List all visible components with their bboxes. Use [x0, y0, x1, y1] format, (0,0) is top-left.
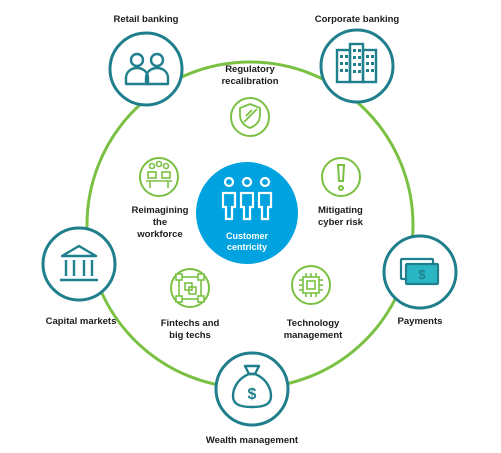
workforce-label: Reimagining the workforce [120, 205, 200, 241]
regulatory-label-line1: Regulatory [225, 64, 275, 75]
capital-markets-label: Capital markets [45, 316, 117, 327]
regulatory-label: Regulatory recalibration [200, 64, 300, 88]
fintechs-node [170, 268, 210, 308]
technology-label: Technology management [273, 318, 353, 342]
payments-label: Payments [397, 316, 443, 327]
cyber-risk-label-line1: Mitigating [318, 205, 363, 216]
building-icon [335, 42, 378, 84]
fintechs-label-line1: Fintechs and [160, 318, 220, 329]
svg-text:$: $ [418, 267, 426, 282]
center-label-line1: Customer [225, 231, 268, 241]
banknotes-icon: $ [399, 257, 440, 286]
workforce-label-line2: the [152, 217, 168, 228]
people-icon [124, 52, 170, 86]
retail-banking-node [108, 31, 184, 107]
cyber-risk-label: Mitigating cyber risk [318, 205, 398, 229]
center-node [196, 162, 298, 264]
fintechs-label-line2: big techs [169, 330, 211, 341]
capital-markets-node [41, 226, 117, 302]
center-label-line2: centricity [226, 242, 268, 252]
cyber-risk-label-line2: cyber risk [318, 217, 363, 228]
money-bag-icon: $ [231, 364, 273, 409]
wealth-management-node: $ [214, 351, 290, 427]
retail-banking-label: Retail banking [113, 14, 179, 25]
team-icon [146, 160, 172, 188]
regulatory-label-line2: recalibration [221, 76, 279, 87]
bank-icon [60, 244, 98, 282]
regulatory-node [230, 97, 270, 137]
technology-node [291, 265, 331, 305]
technology-label-line1: Technology [286, 318, 340, 329]
center-label: Customer centricity [210, 231, 284, 253]
customers-icon [221, 176, 273, 221]
chip-icon [299, 273, 323, 297]
wealth-management-label: Wealth management [205, 435, 299, 446]
svg-text:$: $ [248, 386, 257, 403]
shield-icon [239, 103, 261, 129]
workforce-label-line1: Reimagining [131, 205, 189, 216]
payments-node: $ [382, 234, 458, 310]
network-icon [175, 273, 205, 303]
technology-label-line2: management [283, 330, 343, 341]
workforce-node [139, 157, 179, 197]
corporate-banking-node [319, 28, 395, 104]
cyber-risk-node [321, 157, 361, 197]
warning-icon [336, 164, 346, 191]
fintechs-label: Fintechs and big techs [150, 318, 230, 342]
workforce-label-line3: workforce [137, 229, 183, 240]
corporate-banking-label: Corporate banking [314, 14, 400, 25]
